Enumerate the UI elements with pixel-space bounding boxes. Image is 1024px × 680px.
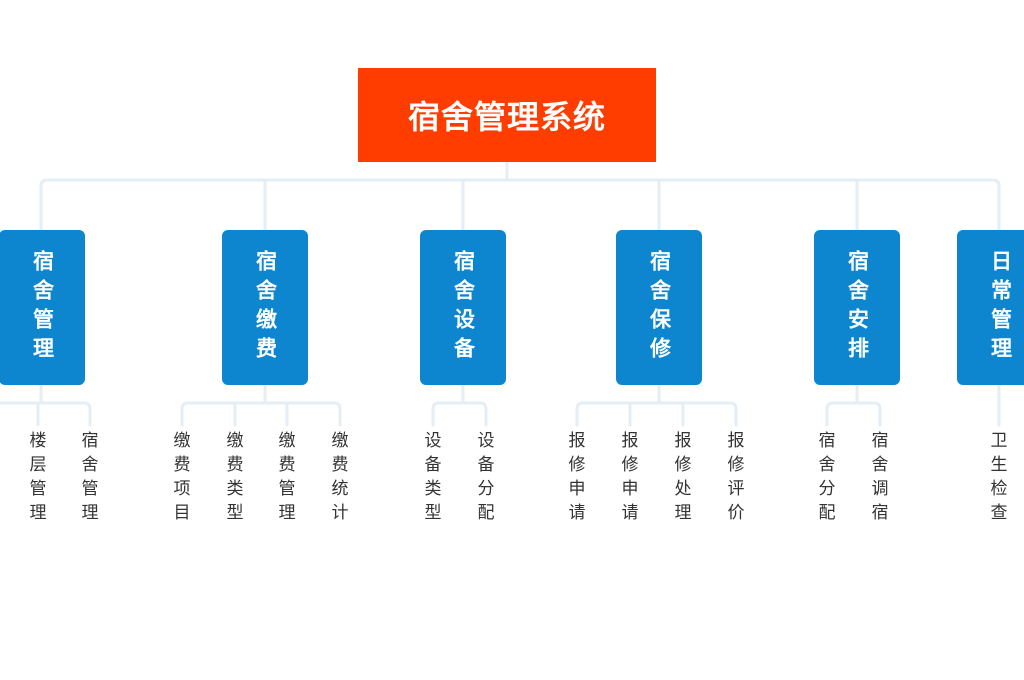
leaf-node: 宿舍调宿 xyxy=(871,431,889,523)
root-label: 宿舍管理系统 xyxy=(407,98,606,136)
root-node: 宿舍管理系统 xyxy=(358,68,656,162)
category-label: 宿舍安排 xyxy=(845,249,870,366)
leaf-node: 缴费统计 xyxy=(331,431,349,523)
leaf-node: 宿舍分配 xyxy=(818,431,836,523)
leaf-node: 报修处理 xyxy=(674,431,692,523)
leaf-node: 报修申请 xyxy=(568,431,586,523)
leaf-node: 报修申请 xyxy=(621,431,639,523)
category-node-dorm-repair: 宿舍保修 xyxy=(616,230,702,385)
leaf-node: 报修评价 xyxy=(727,431,745,523)
category-node-daily-management: 日常管理 xyxy=(957,230,1024,385)
category-node-dorm-management: 宿舍管理 xyxy=(0,230,85,385)
category-label: 宿舍保修 xyxy=(647,249,672,366)
category-node-dorm-payment: 宿舍缴费 xyxy=(222,230,308,385)
leaf-node: 缴费管理 xyxy=(278,431,296,523)
leaf-node: 宿舍管理 xyxy=(81,431,99,523)
leaf-node: 设备类型 xyxy=(424,431,442,523)
leaf-node: 缴费项目 xyxy=(173,431,191,523)
leaf-node: 楼层管理 xyxy=(29,431,47,523)
leaf-node: 卫生检查 xyxy=(990,431,1008,523)
leaf-node: 设备分配 xyxy=(477,431,495,523)
category-node-dorm-arrangement: 宿舍安排 xyxy=(814,230,900,385)
category-label: 日常管理 xyxy=(988,249,1013,366)
category-node-dorm-equipment: 宿舍设备 xyxy=(420,230,506,385)
category-label: 宿舍设备 xyxy=(451,249,476,366)
category-label: 宿舍管理 xyxy=(30,249,55,366)
leaf-node: 缴费类型 xyxy=(226,431,244,523)
category-label: 宿舍缴费 xyxy=(253,249,278,366)
